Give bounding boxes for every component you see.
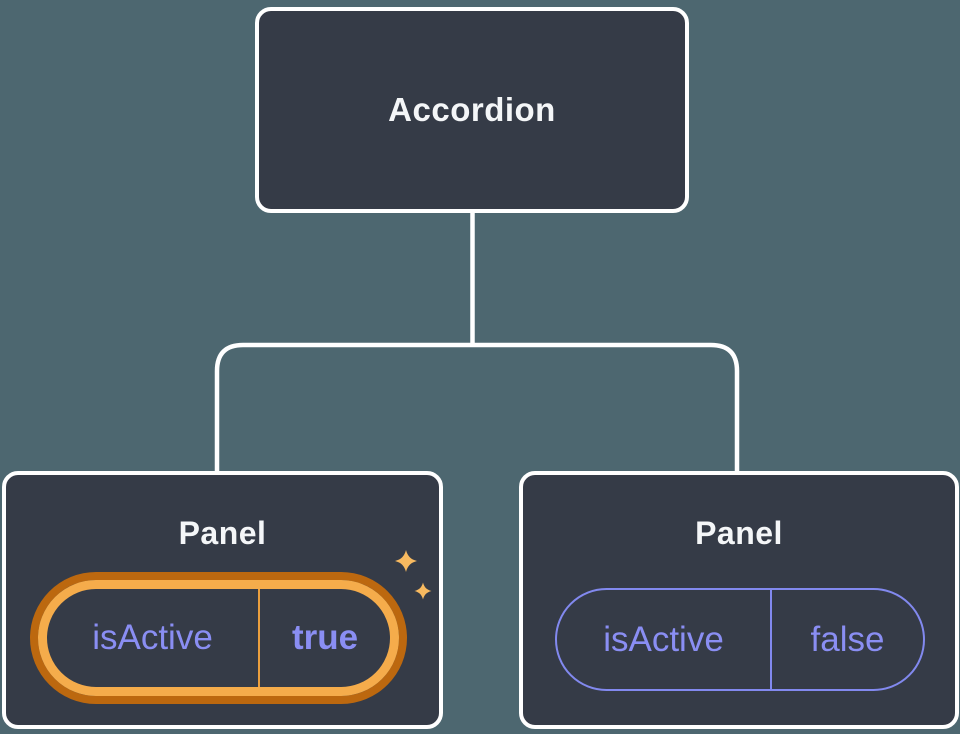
node-accordion-label: Accordion — [388, 91, 556, 128]
state-pill-highlighted: isActive true — [38, 580, 399, 696]
pill-divider — [770, 590, 772, 689]
node-accordion: Accordion — [255, 7, 689, 213]
state-key: isActive — [603, 619, 724, 659]
sparkles-icon — [395, 550, 432, 600]
state-value: false — [810, 619, 885, 659]
node-panel-active: Panel isActive true — [2, 471, 443, 729]
state-key: isActive — [92, 618, 213, 657]
state-pill: isActive false — [555, 588, 925, 691]
node-panel-inactive: Panel isActive false — [519, 471, 959, 729]
state-value: true — [291, 618, 359, 657]
pill-divider — [258, 589, 260, 687]
panel-title: Panel — [695, 515, 783, 551]
panel-title: Panel — [178, 515, 267, 551]
